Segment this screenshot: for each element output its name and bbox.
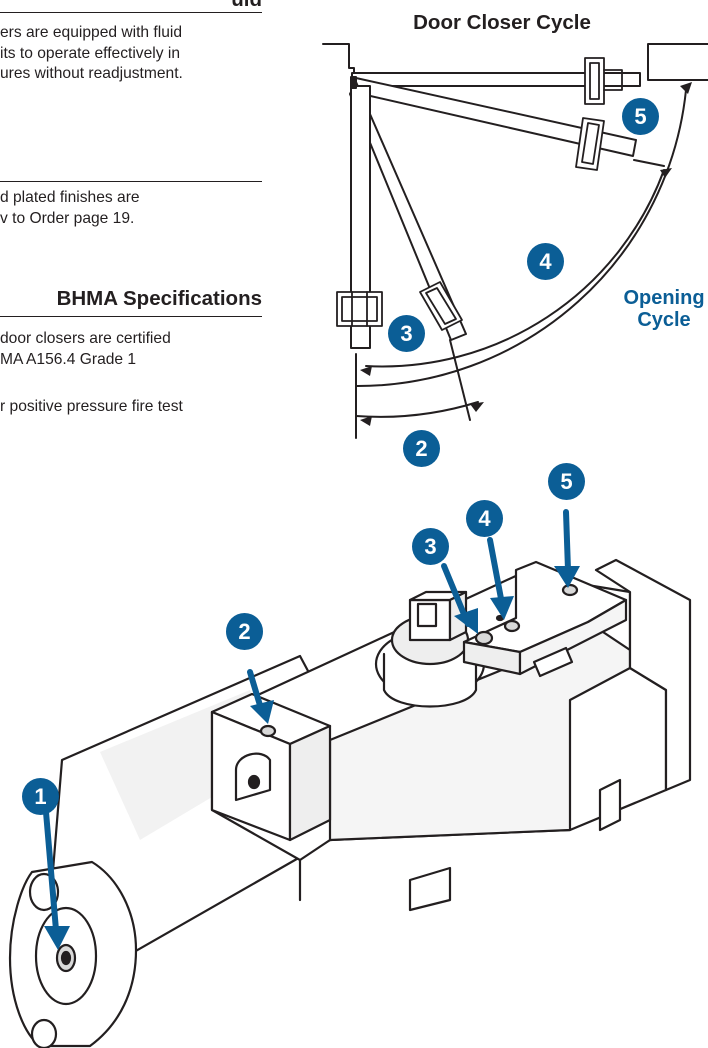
cycle-marker-2: 2	[403, 430, 440, 467]
adjusting-valve-5	[561, 583, 579, 597]
opening-cycle-label: Opening Cycle	[604, 287, 708, 331]
callout-arrowhead-2	[250, 700, 274, 724]
adjusting-valve-1-core	[60, 950, 72, 966]
fluid-line-2: its to operate effectively in	[0, 44, 181, 62]
callout-arrow-1	[43, 809, 59, 933]
adjusting-valve-2	[259, 724, 277, 738]
fluid-line-3: ures without readjustment.	[0, 65, 183, 83]
finish-line-1: d plated finishes are	[0, 189, 140, 206]
cycle-marker-5: 5	[622, 98, 659, 135]
callout-arrowhead-3	[454, 608, 478, 634]
callout-arrowhead-1	[44, 926, 70, 950]
side-knob-hole	[247, 774, 261, 790]
closer-marker-4: 4	[466, 500, 503, 537]
bhma-heading: BHMA Specifications	[56, 287, 262, 310]
side-lug	[532, 646, 574, 678]
fire-paragraph: r positive pressure fire test	[0, 397, 183, 418]
swing-arc-lower	[355, 401, 479, 418]
callout-arrowhead-5	[554, 566, 580, 588]
bhma-paragraph: door closers are certified MA A156.4 Gra…	[0, 329, 171, 370]
pinion-collar	[382, 652, 478, 708]
section-rule	[0, 316, 262, 317]
callout-arrow-4	[487, 537, 505, 607]
arrowhead	[360, 366, 372, 376]
section-rule	[0, 181, 262, 182]
fluid-heading-fragment: uid	[0, 0, 262, 12]
door-closer-cycle-title: Door Closer Cycle	[413, 11, 591, 34]
closer-marker-5: 5	[548, 463, 585, 500]
arrowhead	[470, 402, 484, 412]
finish-line-2: v to Order page 19.	[0, 209, 135, 227]
door-frame-left	[322, 43, 355, 87]
extension-tick	[633, 159, 665, 167]
closer-marker-3: 3	[412, 528, 449, 565]
arrowhead	[360, 416, 372, 426]
bottom-foot	[408, 866, 452, 912]
section-rule	[0, 12, 262, 13]
callout-arrowhead-4	[490, 596, 514, 620]
fire-line: r positive pressure fire test	[0, 398, 183, 415]
adjusting-valve-4	[503, 619, 521, 633]
arrowheads	[360, 82, 692, 426]
adjusting-valve-3	[474, 630, 494, 646]
bhma-line-1: door closers are certified	[0, 330, 171, 347]
door-open	[350, 85, 371, 349]
bracket-icon-partly	[575, 117, 605, 171]
closer-marker-2: 2	[226, 613, 263, 650]
hinge-pin	[350, 76, 357, 89]
swing-arc-outer	[355, 89, 687, 388]
cycle-marker-3: 3	[388, 315, 425, 352]
arrowhead	[680, 82, 692, 94]
end-cap-lobe	[30, 1018, 58, 1048]
bhma-line-2: MA A156.4 Grade 1	[0, 350, 137, 368]
bracket-icon-half	[419, 281, 463, 331]
pinion-square	[416, 602, 438, 628]
door-closer-body	[8, 558, 692, 1048]
mounting-block-left-side	[288, 724, 332, 842]
right-end-rib	[598, 778, 622, 832]
cycle-marker-4: 4	[527, 243, 564, 280]
bracket-icon-closed	[584, 57, 623, 105]
opening-cycle-line-1: Opening	[623, 287, 705, 309]
fluid-line-1: ers are equipped with fluid	[0, 24, 183, 41]
extension-tick	[449, 339, 471, 421]
swing-arc-inner	[365, 169, 665, 368]
bracket-icon-open	[336, 291, 383, 327]
callout-arrowheads	[44, 566, 580, 950]
closer-marker-1: 1	[22, 778, 59, 815]
finish-paragraph: d plated finishes are v to Order page 19…	[0, 188, 140, 229]
door-frame-right	[647, 43, 708, 81]
right-end-plate	[594, 558, 692, 792]
callout-arrow-5	[563, 509, 571, 573]
fluid-paragraph: ers are equipped with fluid its to opera…	[0, 23, 183, 85]
arrowhead	[660, 168, 672, 178]
opening-cycle-line-2: Cycle	[637, 309, 691, 331]
